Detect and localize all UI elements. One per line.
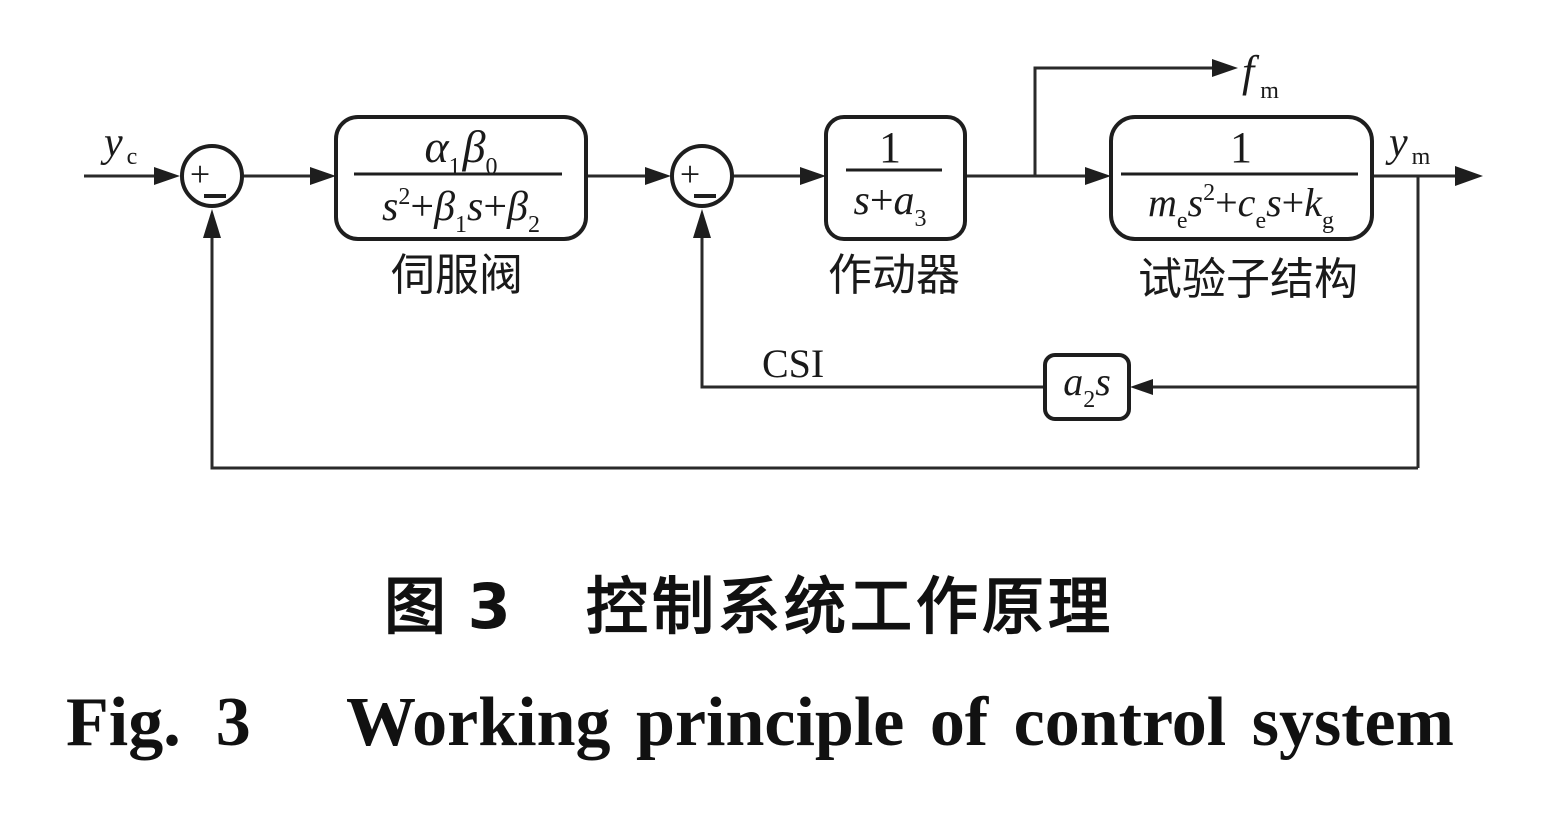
caption-english-title: Working principle of control system bbox=[346, 684, 1454, 761]
wire-branch-to-fm bbox=[1033, 66, 1218, 176]
servo-denominator: s2+β1s+β2 bbox=[382, 184, 540, 238]
csi-block-expression: a2s bbox=[1063, 359, 1111, 413]
label-servo-valve: 伺服阀 bbox=[391, 250, 523, 301]
arrowhead-sum1-input bbox=[154, 167, 180, 185]
label-test-substructure: 试验子结构 bbox=[1138, 254, 1358, 305]
arrowhead-sum1-feedback bbox=[203, 209, 221, 238]
arrowhead-csi-block-input bbox=[1130, 379, 1153, 395]
arrowhead-fm-output bbox=[1212, 59, 1238, 77]
actuator-denominator: s+a3 bbox=[853, 178, 926, 232]
sum2-plus-sign: + bbox=[680, 154, 700, 194]
arrowhead-servo-input bbox=[310, 167, 336, 185]
caption-english-figure-number: Fig. 3 bbox=[66, 684, 251, 761]
wire-outer-feedback bbox=[210, 232, 1418, 470]
substructure-denominator: mes2+ces+kg bbox=[1148, 180, 1334, 234]
arrowhead-sum2-feedback bbox=[693, 209, 711, 238]
caption-chinese-figure-number: 图 3 bbox=[384, 570, 511, 643]
caption-chinese-title: 控制系统工作原理 bbox=[586, 570, 1114, 643]
arrowhead-ym-output bbox=[1455, 166, 1483, 186]
label-csi: CSI bbox=[762, 341, 824, 386]
arrowhead-sum2-input bbox=[645, 167, 671, 185]
summing-junction-2: + bbox=[670, 144, 734, 208]
arrowhead-substructure-input bbox=[1085, 167, 1111, 185]
label-actuator: 作动器 bbox=[828, 250, 960, 301]
block-csi-feedback: a2s bbox=[1043, 353, 1131, 421]
substructure-numerator: 1 bbox=[1230, 123, 1252, 172]
arrowhead-actuator-input bbox=[800, 167, 826, 185]
summing-junction-1: + bbox=[180, 144, 244, 208]
sum1-plus-sign: + bbox=[190, 154, 210, 194]
block-actuator: 1 s+a3 bbox=[824, 115, 967, 241]
block-test-substructure: 1 mes2+ces+kg bbox=[1109, 115, 1374, 241]
actuator-numerator: 1 bbox=[879, 123, 901, 172]
block-servo-valve: α1β0 s2+β1s+β2 bbox=[334, 115, 588, 241]
wire-csi-to-sum2 bbox=[700, 232, 1045, 389]
